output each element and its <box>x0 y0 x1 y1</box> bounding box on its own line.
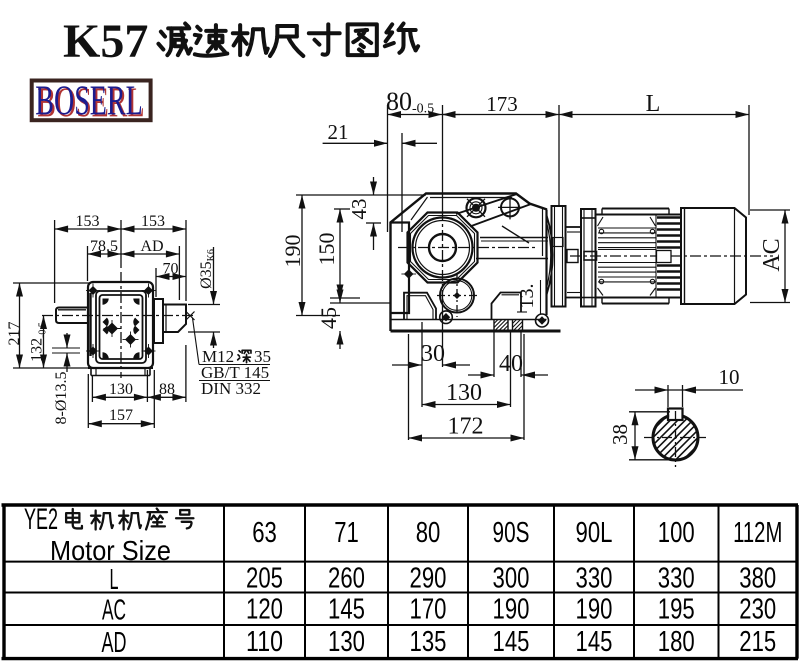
svg-text:35: 35 <box>254 347 271 366</box>
svg-text:145: 145 <box>576 626 613 658</box>
svg-text:L: L <box>646 91 661 117</box>
svg-text:GB/T 145: GB/T 145 <box>201 363 269 382</box>
svg-text:157: 157 <box>109 407 133 424</box>
svg-text:45: 45 <box>316 307 341 329</box>
svg-text:Motor Size: Motor Size <box>50 535 171 566</box>
svg-text:AC: AC <box>102 595 126 627</box>
svg-text:AD: AD <box>102 627 127 659</box>
svg-text:135: 135 <box>410 626 447 658</box>
svg-text:190: 190 <box>576 594 613 626</box>
svg-text:100: 100 <box>658 517 695 549</box>
svg-text:120: 120 <box>246 594 283 626</box>
svg-text:217: 217 <box>6 322 23 346</box>
svg-text:190: 190 <box>493 594 530 626</box>
svg-text:10: 10 <box>719 365 740 389</box>
svg-text:DIN 332: DIN 332 <box>201 379 261 398</box>
svg-text:330: 330 <box>658 563 695 595</box>
svg-text:330: 330 <box>576 563 613 595</box>
svg-text:190: 190 <box>280 235 305 268</box>
svg-text:L: L <box>110 564 119 596</box>
svg-text:38: 38 <box>608 424 632 445</box>
svg-text:80: 80 <box>416 517 441 549</box>
svg-text:290: 290 <box>410 563 447 595</box>
svg-text:145: 145 <box>328 594 365 626</box>
svg-text:215: 215 <box>739 626 776 658</box>
svg-text:130: 130 <box>328 626 365 658</box>
svg-text:130: 130 <box>109 381 133 398</box>
svg-text:195: 195 <box>658 594 695 626</box>
svg-text:13.: 13. <box>516 284 538 309</box>
svg-text:43: 43 <box>347 199 371 220</box>
svg-text:145: 145 <box>493 626 530 658</box>
svg-text:88: 88 <box>159 381 175 398</box>
svg-text:K57: K57 <box>63 15 148 68</box>
svg-text:30: 30 <box>421 341 445 367</box>
svg-text:80: 80 <box>386 87 412 116</box>
svg-text:BOSERL: BOSERL <box>35 77 142 124</box>
svg-text:172: 172 <box>448 414 484 440</box>
svg-text:70: 70 <box>163 261 179 278</box>
svg-text:21: 21 <box>328 120 349 144</box>
svg-text:71: 71 <box>334 517 359 549</box>
svg-text:260: 260 <box>328 563 365 595</box>
svg-text:110: 110 <box>246 626 283 658</box>
svg-text:AD: AD <box>140 238 163 255</box>
svg-text:M12: M12 <box>202 347 234 366</box>
svg-text:150: 150 <box>314 233 339 266</box>
svg-text:90L: 90L <box>576 517 613 549</box>
svg-text:8-Ø13.5: 8-Ø13.5 <box>53 372 70 425</box>
svg-text:173: 173 <box>486 92 518 116</box>
svg-text:63: 63 <box>252 517 277 549</box>
svg-text:BOSERL: BOSERL <box>37 79 144 126</box>
svg-text:170: 170 <box>410 594 447 626</box>
svg-text:230: 230 <box>739 594 776 626</box>
svg-text:112M: 112M <box>733 517 782 549</box>
svg-text:153: 153 <box>141 213 165 230</box>
svg-text:300: 300 <box>493 563 530 595</box>
svg-text:130: 130 <box>446 380 482 406</box>
svg-text:153: 153 <box>76 213 100 230</box>
svg-text:YE2: YE2 <box>24 503 58 536</box>
svg-text:78.5: 78.5 <box>90 238 118 255</box>
svg-text:205: 205 <box>246 563 283 595</box>
svg-text:-0.5: -0.5 <box>412 102 434 117</box>
svg-text:180: 180 <box>658 626 695 658</box>
svg-text:380: 380 <box>739 563 776 595</box>
svg-text:AC: AC <box>759 238 785 271</box>
svg-text:90S: 90S <box>493 517 530 549</box>
